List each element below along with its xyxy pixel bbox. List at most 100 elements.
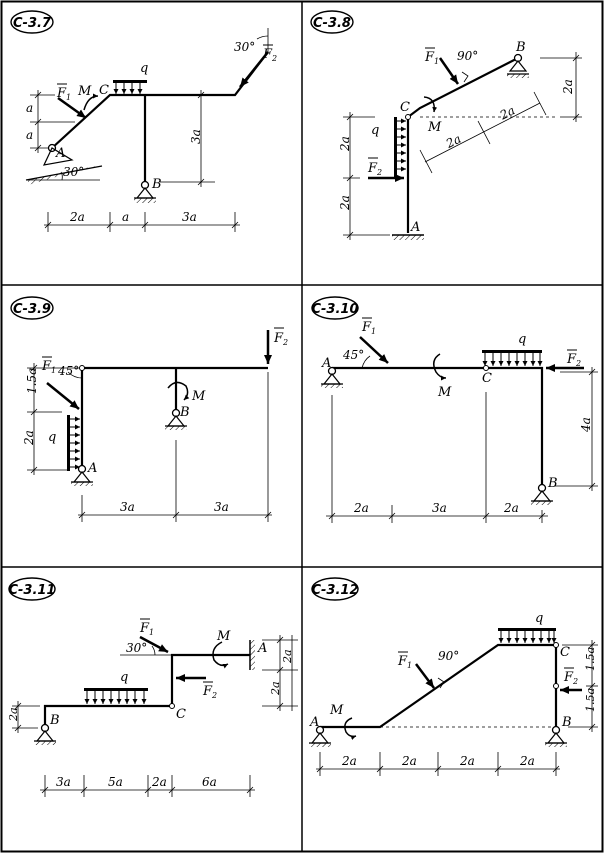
panel-id-oval [10,10,54,34]
support-b [508,60,528,72]
dim-5a: 5a [108,775,123,789]
dim-2a: 2a [151,775,167,789]
panel-id: C-3.10 [311,302,358,317]
label-f2-sub: 2 [376,168,382,177]
q-load-bar [498,628,556,631]
dim-2a-left-1: 2a [338,136,352,152]
label-c: C [99,83,109,98]
angle-arc [67,371,83,379]
label-a: A [410,220,420,235]
force-f1-arrow [415,663,435,689]
label-f2-sub: 2 [572,677,578,686]
label-m: M [427,120,442,135]
joint-c [405,114,411,120]
label-f2: F [202,684,213,699]
label-q: q [140,61,148,76]
label-m: M [77,84,92,99]
label-f1: F [361,320,372,335]
dim-2a-2: 2a [503,501,519,515]
force-f1-arrow [359,336,389,364]
label-f2: F [563,670,574,685]
label-q: q [48,430,56,445]
label-f2-sub: 2 [211,691,217,700]
label-angle: 30° [126,641,147,655]
right-angle-mark [437,677,445,689]
label-f2: F [262,47,273,62]
q-load-bar [67,415,70,471]
label-angle-a: 30° [63,165,84,179]
support-a [322,373,342,385]
dim-2a-4: 2a [519,754,535,768]
label-a: A [55,146,65,161]
label-angle-f2: 30° [234,40,255,54]
label-f1: F [56,86,67,101]
label-b: B [49,713,60,728]
label-c: C [482,371,492,386]
force-f1-arrow [139,635,169,654]
label-q: q [518,332,526,347]
moment-arrow [344,717,357,740]
dim-6a: 6a [202,775,217,789]
dim-2a-1: 2a [341,754,357,768]
panel-c-3-8: C-3.8 q F 2 F 1 90° M C [310,10,582,240]
dim-a-upper: a [26,101,33,115]
support-b [35,730,55,742]
dim-1-5a: 1.5a [25,368,39,394]
label-b: B [151,177,162,192]
moment-arrow [423,96,438,113]
label-f1: F [397,654,408,669]
q-load-bar [482,350,542,353]
panel-id: C-3.7 [13,16,52,31]
dim-2a-3: 2a [459,754,475,768]
label-f2: F [273,331,284,346]
panel-c-3-9: C-3.9 q F 1 45° F 2 M B [10,296,288,522]
dim-3a-2: 3a [214,500,229,514]
dim-3a: 3a [189,129,203,144]
label-f1-sub: 1 [407,661,412,670]
panel-c-3-7: C-3.7 q F 1 M C 30° F 2 [10,10,277,232]
label-c: C [176,707,186,722]
label-m: M [191,389,206,404]
moment-arrow [433,353,447,381]
dim-3a-1: 3a [120,500,135,514]
hinge-c [553,683,559,689]
hinge-c [169,703,175,709]
support-b [532,490,552,502]
dim-2a-left: 2a [7,707,20,722]
label-f1-sub: 1 [66,93,71,102]
q-load-bar [84,688,148,691]
q-load-bar [394,117,397,177]
dim-2a-1: 2a [353,501,369,515]
angle-arc [151,645,156,656]
label-f1-sub: 1 [149,628,154,637]
angle-arc [60,171,63,181]
label-q: q [535,611,543,626]
label-c: C [560,645,570,660]
dim-2a-right: 2a [561,79,575,95]
angle-arc [256,35,269,40]
dim-2a: 2a [22,430,36,446]
q-load-bar [113,80,147,83]
force-f1-arrow [57,96,87,120]
label-q: q [120,670,128,685]
label-m: M [329,703,344,718]
dim-4a: 4a [579,417,593,433]
label-f2-sub: 2 [575,359,581,368]
label-f1: F [139,621,150,636]
panel-c-3-10: C-3.10 C q F 1 45° F 2 M [311,296,598,523]
support-b [546,732,566,744]
label-f2-sub: 2 [282,338,288,347]
label-f2-sub: 2 [271,54,277,63]
label-angle: 45° [342,348,364,362]
moment-arrow [212,641,229,669]
dim-2a-right-2: 2a [269,681,282,696]
label-m: M [216,629,231,644]
dim-2a: 2a [69,210,85,224]
label-angle: 45° [57,364,79,378]
label-f1: F [424,50,435,65]
panel-c-3-12: C-3.12 C q F 1 90° F 2 M [309,577,598,776]
frame-members [332,366,544,486]
right-angle-mark [461,71,469,83]
dim-2a-slant-1: 2a [443,132,463,152]
label-c: C [400,100,410,115]
